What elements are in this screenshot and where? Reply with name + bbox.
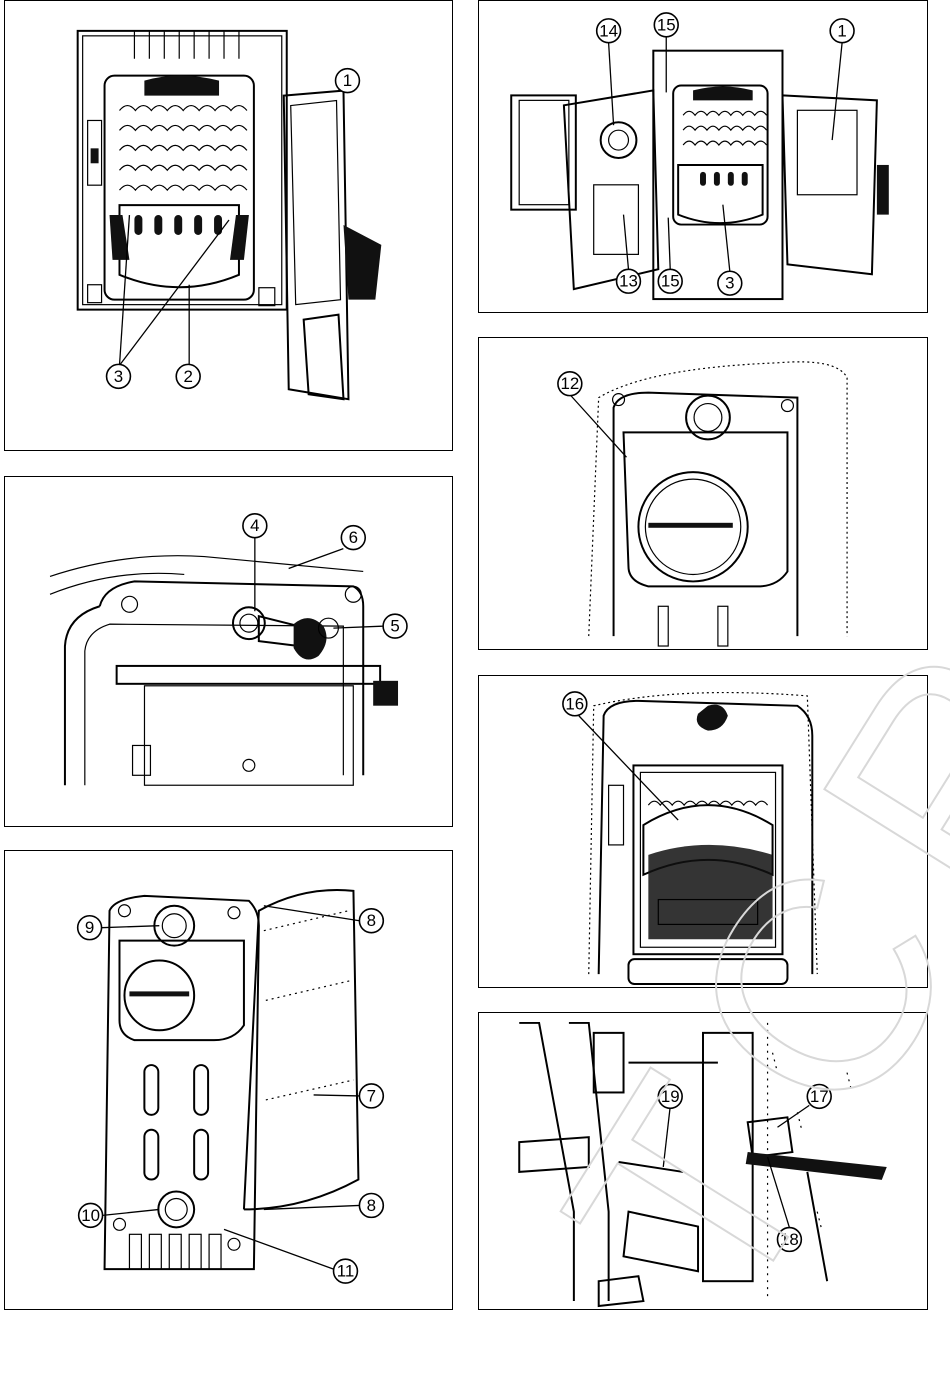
svg-text:19: 19	[661, 1087, 680, 1106]
callout-15-bottom: 15	[658, 269, 682, 293]
callout-layer: 14 15 1 13 15 3	[479, 1, 927, 312]
svg-text:17: 17	[810, 1087, 829, 1106]
callout-5: 5	[383, 614, 407, 638]
svg-text:10: 10	[81, 1206, 100, 1225]
svg-text:2: 2	[183, 367, 192, 386]
svg-text:16: 16	[565, 694, 584, 713]
svg-text:7: 7	[367, 1086, 376, 1105]
svg-text:8: 8	[367, 1196, 376, 1215]
callout-12: 12	[558, 372, 582, 396]
svg-text:18: 18	[780, 1230, 799, 1249]
callout-11: 11	[334, 1259, 358, 1283]
svg-text:12: 12	[560, 374, 579, 393]
callout-4: 4	[243, 514, 267, 538]
svg-text:8: 8	[367, 911, 376, 930]
callout-14: 14	[597, 19, 621, 43]
svg-text:5: 5	[390, 617, 399, 636]
svg-text:3: 3	[114, 367, 123, 386]
callout-layer: 4 6 5	[5, 477, 452, 826]
callout-layer: 12	[479, 338, 927, 649]
callout-19: 19	[658, 1085, 682, 1109]
callout-10: 10	[79, 1203, 103, 1227]
figure-panel-door-open: 1 3 2	[4, 0, 453, 451]
callout-6: 6	[341, 526, 365, 550]
callout-3: 3	[107, 364, 131, 388]
callout-3: 3	[718, 271, 742, 295]
callout-1: 1	[830, 19, 854, 43]
svg-text:11: 11	[337, 1262, 355, 1281]
svg-text:13: 13	[619, 272, 638, 291]
svg-text:3: 3	[725, 274, 734, 293]
callout-9: 9	[78, 916, 102, 940]
figure-panel-valve-detail: 4 6 5	[4, 476, 453, 827]
svg-text:1: 1	[837, 21, 846, 40]
figure-panel-insulated-body: 9 8 7 8 10 11	[4, 850, 453, 1310]
callout-13: 13	[617, 269, 641, 293]
figure-panel-bracket-detail: 19 17 18	[478, 1012, 928, 1310]
callout-7: 7	[359, 1084, 383, 1108]
svg-text:6: 6	[349, 528, 358, 547]
svg-text:15: 15	[661, 272, 680, 291]
callout-layer: 19 17 18	[479, 1013, 927, 1309]
callout-layer: 1 3 2	[5, 1, 452, 450]
callout-17: 17	[807, 1085, 831, 1109]
callout-layer: 16	[479, 676, 927, 987]
callout-18: 18	[777, 1228, 801, 1252]
callout-15-top: 15	[654, 13, 678, 37]
callout-1: 1	[336, 69, 360, 93]
callout-16: 16	[563, 692, 587, 716]
figure-panel-doors-burner: 14 15 1 13 15 3	[478, 0, 928, 313]
svg-text:15: 15	[657, 15, 676, 34]
callout-8-top: 8	[359, 909, 383, 933]
callout-layer: 9 8 7 8 10 11	[5, 851, 452, 1309]
svg-text:14: 14	[599, 21, 618, 40]
figure-panel-chamber-interior: 16	[478, 675, 928, 988]
callout-2: 2	[176, 364, 200, 388]
callout-8-bottom: 8	[359, 1193, 383, 1217]
figure-panel-flue-outlet: 12	[478, 337, 928, 650]
svg-text:9: 9	[85, 918, 94, 937]
svg-text:1: 1	[343, 71, 352, 90]
svg-text:4: 4	[250, 516, 259, 535]
